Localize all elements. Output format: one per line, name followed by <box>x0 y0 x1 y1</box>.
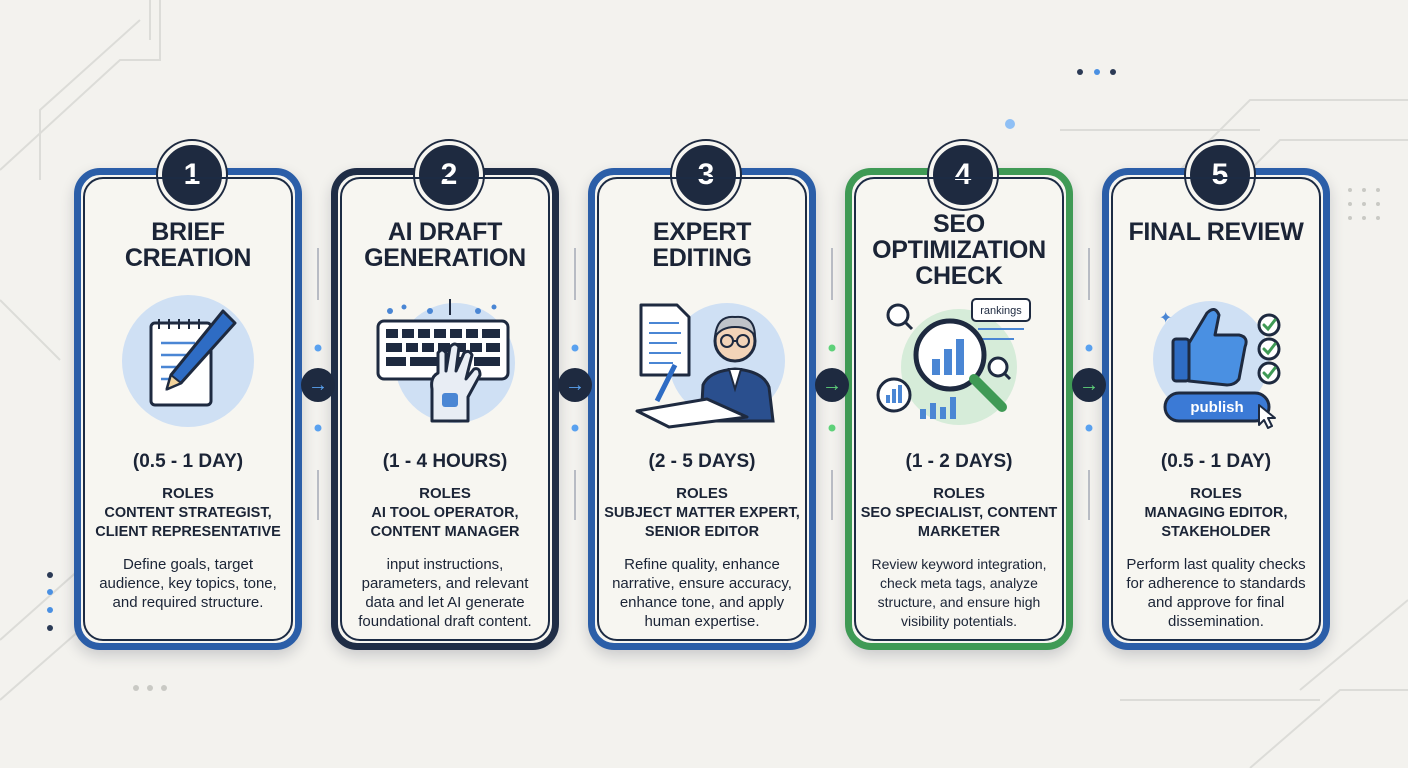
step-duration: (1 - 2 DAYS) <box>905 451 1013 472</box>
step-title: EXPERT EDITING <box>652 218 752 272</box>
step-title: AI DRAFT GENERATION <box>364 218 526 272</box>
step-title: FINAL REVIEW <box>1128 218 1304 246</box>
roles-heading: ROLES <box>419 485 471 502</box>
roles-heading: ROLES <box>676 485 728 502</box>
thumbs-up-publish-icon: ✦ publish <box>1153 301 1281 429</box>
svg-text:✦: ✦ <box>1159 310 1172 327</box>
arrow-right-icon: → <box>301 368 335 402</box>
step-card-5: 5 FINAL REVIEW ✦ publish (0.5 - 1 DAY) R… <box>1102 141 1330 650</box>
step-number-badge: 1 <box>158 141 226 209</box>
step-duration: (2 - 5 DAYS) <box>648 451 756 472</box>
magnifier-chart-icon: rankings <box>876 298 1031 425</box>
step-title: BRIEF CREATION <box>124 218 252 272</box>
step-roles: CONTENT STRATEGIST, CLIENT REPRESENTATIV… <box>95 505 281 540</box>
illustration-label: publish <box>1190 399 1243 416</box>
step-description: Refine quality, enhance narrative, ensur… <box>612 556 792 630</box>
step-number-badge: 2 <box>415 141 483 209</box>
step-card-1: 1 BRIEF CREATION (0.5 - 1 DAY) ROLES CON… <box>74 141 302 650</box>
illustration-label: rankings <box>980 305 1022 317</box>
keyboard-robot-hand-icon <box>376 299 515 423</box>
step-duration: (1 - 4 HOURS) <box>382 451 508 472</box>
step-title: SEO OPTIMIZATION CHECK <box>872 210 1046 290</box>
arrow-right-icon: → <box>815 368 849 402</box>
notepad-pencil-icon <box>122 295 254 427</box>
step-card-4: 4 SEO OPTIMIZATION CHECK rankings (1 - 2… <box>845 141 1073 650</box>
step-card-3: 3 EXPERT EDITING (2 - 5 DAYS) ROLES SUBJ… <box>588 141 816 650</box>
step-roles: SUBJECT MATTER EXPERT, SENIOR EDITOR <box>604 505 800 540</box>
step-roles: SEO SPECIALIST, CONTENT MARKETER <box>860 505 1058 540</box>
step-description: Review keyword integration, check meta t… <box>871 556 1047 629</box>
expert-editor-icon <box>635 303 785 429</box>
step-number-badge: 3 <box>672 141 740 209</box>
step-description: input instructions, parameters, and rele… <box>358 556 532 630</box>
arrow-right-icon: → <box>1072 368 1106 402</box>
step-description: Perform last quality checks for adherenc… <box>1126 556 1306 630</box>
arrow-right-icon: → <box>558 368 592 402</box>
step-number-badge: 5 <box>1186 141 1254 209</box>
roles-heading: ROLES <box>162 485 214 502</box>
step-card-2: 2 AI DRAFT GENERATION (1 - 4 HOURS) ROLE… <box>331 141 559 650</box>
step-number-badge: 4 <box>929 141 997 209</box>
step-description: Define goals, target audience, key topic… <box>99 556 277 611</box>
roles-heading: ROLES <box>933 485 985 502</box>
step-roles: MANAGING EDITOR, STAKEHOLDER <box>1144 505 1288 540</box>
step-duration: (0.5 - 1 DAY) <box>1160 451 1272 472</box>
step-duration: (0.5 - 1 DAY) <box>132 451 244 472</box>
step-roles: AI TOOL OPERATOR, CONTENT MANAGER <box>370 505 520 540</box>
roles-heading: ROLES <box>1190 485 1242 502</box>
